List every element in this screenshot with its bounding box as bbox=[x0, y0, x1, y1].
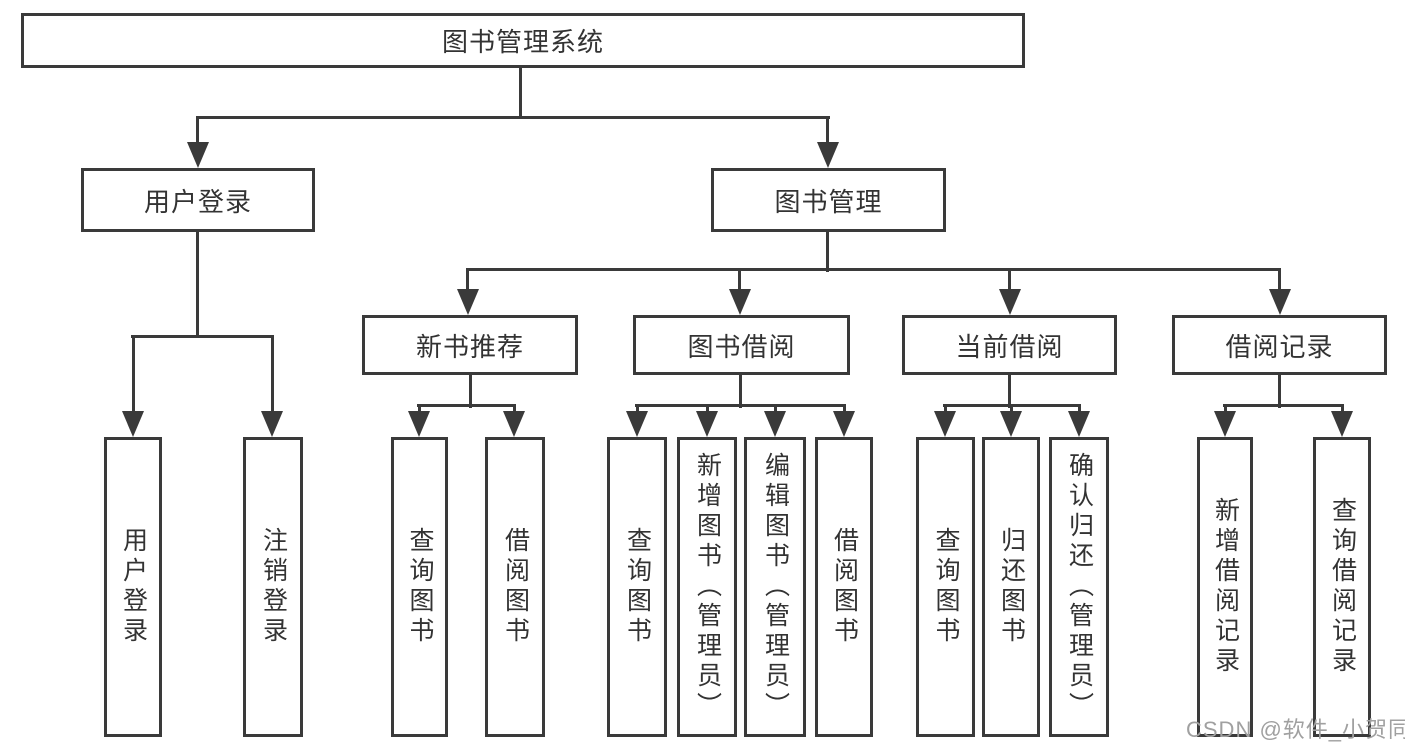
node-label: 图书管理 bbox=[774, 186, 883, 217]
connector-leaf-stub bbox=[774, 404, 777, 416]
connector-to-user-login bbox=[196, 116, 199, 146]
leaf-confirm-return-admin: 确认归还（管理员） bbox=[1049, 437, 1109, 737]
connector-current-stem bbox=[1008, 373, 1011, 408]
leaf-query-books-borrowing: 查询图书 bbox=[607, 437, 667, 737]
connector-new-books-rail bbox=[417, 404, 516, 407]
connector-borrowing-rail bbox=[635, 404, 846, 407]
node-label: 新书推荐 bbox=[415, 331, 524, 362]
connector-leaf-stub bbox=[944, 404, 947, 416]
leaf-label: 确认归还（管理员） bbox=[1065, 452, 1094, 722]
connector-root-rail bbox=[197, 116, 830, 119]
arrow-down-icon bbox=[457, 289, 479, 315]
connector-records-rail bbox=[1223, 404, 1344, 407]
arrow-down-icon bbox=[261, 411, 283, 437]
arrow-down-icon bbox=[833, 411, 855, 437]
leaf-label: 查询图书 bbox=[406, 527, 434, 647]
leaf-borrow-books-borrowing: 借阅图书 bbox=[815, 437, 873, 737]
connector-user-login-stem bbox=[196, 230, 199, 337]
node-borrowing-records: 借阅记录 bbox=[1172, 315, 1387, 375]
arrow-down-icon bbox=[122, 411, 144, 437]
connector-leaf-stub bbox=[513, 404, 516, 416]
connector-root-stem bbox=[519, 66, 522, 118]
connector-leaf-stub bbox=[418, 404, 421, 416]
leaf-query-books-newbooks: 查询图书 bbox=[391, 437, 448, 737]
connector-leaf-stub bbox=[1010, 404, 1013, 416]
leaf-label: 注销登录 bbox=[259, 527, 288, 647]
leaf-label: 归还图书 bbox=[997, 527, 1026, 647]
leaf-return-books: 归还图书 bbox=[982, 437, 1040, 737]
node-new-book-recommend: 新书推荐 bbox=[362, 315, 578, 375]
node-label: 用户登录 bbox=[143, 186, 252, 217]
connector-book-mgmt-rail bbox=[466, 268, 1281, 271]
connector-to-book-mgmt bbox=[826, 116, 829, 146]
node-current-borrowing: 当前借阅 bbox=[902, 315, 1117, 375]
arrow-down-icon bbox=[1269, 289, 1291, 315]
connector-to-new-books bbox=[466, 268, 469, 293]
node-label: 图书管理系统 bbox=[441, 27, 604, 57]
leaf-add-borrow-record: 新增借阅记录 bbox=[1197, 437, 1253, 737]
leaf-label: 借阅图书 bbox=[501, 527, 530, 647]
leaf-label: 新增图书（管理员） bbox=[693, 452, 722, 722]
connector-borrowing-stem bbox=[739, 373, 742, 408]
arrow-down-icon bbox=[999, 289, 1021, 315]
leaf-label: 新增借阅记录 bbox=[1211, 497, 1240, 677]
arrow-down-icon bbox=[1214, 411, 1236, 437]
leaf-user-login: 用户登录 bbox=[104, 437, 162, 737]
connector-leaf-stub bbox=[1224, 404, 1227, 416]
node-label: 借阅记录 bbox=[1225, 331, 1334, 362]
node-label: 当前借阅 bbox=[955, 331, 1064, 362]
leaf-label: 用户登录 bbox=[119, 527, 148, 647]
node-library-system: 图书管理系统 bbox=[21, 13, 1025, 68]
arrow-down-icon bbox=[408, 411, 430, 437]
leaf-query-borrow-record: 查询借阅记录 bbox=[1313, 437, 1371, 737]
leaf-query-books-current: 查询图书 bbox=[916, 437, 975, 737]
node-label: 图书借阅 bbox=[687, 331, 796, 362]
connector-to-leaf-logout bbox=[271, 335, 274, 413]
connector-new-books-stem bbox=[469, 373, 472, 408]
leaf-borrow-books-newbooks: 借阅图书 bbox=[485, 437, 545, 737]
arrow-down-icon bbox=[934, 411, 956, 437]
node-user-login: 用户登录 bbox=[81, 168, 315, 232]
connector-to-leaf-user-login bbox=[132, 335, 135, 413]
watermark: CSDN @软件_小贺同学 bbox=[1186, 717, 1405, 742]
connector-to-borrowing bbox=[738, 268, 741, 293]
leaf-edit-books-admin: 编辑图书（管理员） bbox=[744, 437, 806, 737]
connector-leaf-stub bbox=[1341, 404, 1344, 416]
leaf-label: 编辑图书（管理员） bbox=[761, 452, 790, 722]
leaf-logout: 注销登录 bbox=[243, 437, 303, 737]
connector-to-records bbox=[1278, 268, 1281, 293]
leaf-add-books-admin: 新增图书（管理员） bbox=[677, 437, 737, 737]
arrow-down-icon bbox=[764, 411, 786, 437]
leaf-label: 查询图书 bbox=[932, 527, 960, 647]
connector-leaf-stub bbox=[1078, 404, 1081, 416]
connector-leaf-stub bbox=[636, 404, 639, 416]
leaf-label: 借阅图书 bbox=[830, 527, 859, 647]
node-book-management: 图书管理 bbox=[711, 168, 946, 232]
arrow-down-icon bbox=[187, 142, 209, 168]
arrow-down-icon bbox=[817, 142, 839, 168]
arrow-down-icon bbox=[729, 289, 751, 315]
connector-to-current bbox=[1008, 268, 1011, 293]
connector-book-mgmt-stem bbox=[826, 230, 829, 272]
leaf-label: 查询借阅记录 bbox=[1328, 497, 1357, 677]
node-book-borrowing: 图书借阅 bbox=[633, 315, 850, 375]
arrow-down-icon bbox=[503, 411, 525, 437]
connector-leaf-stub bbox=[706, 404, 709, 416]
arrow-down-icon bbox=[696, 411, 718, 437]
arrow-down-icon bbox=[1000, 411, 1022, 437]
connector-user-login-rail bbox=[131, 335, 274, 338]
arrow-down-icon bbox=[1068, 411, 1090, 437]
arrow-down-icon bbox=[626, 411, 648, 437]
connector-records-stem bbox=[1278, 373, 1281, 408]
arrow-down-icon bbox=[1331, 411, 1353, 437]
leaf-label: 查询图书 bbox=[623, 527, 652, 647]
connector-leaf-stub bbox=[843, 404, 846, 416]
